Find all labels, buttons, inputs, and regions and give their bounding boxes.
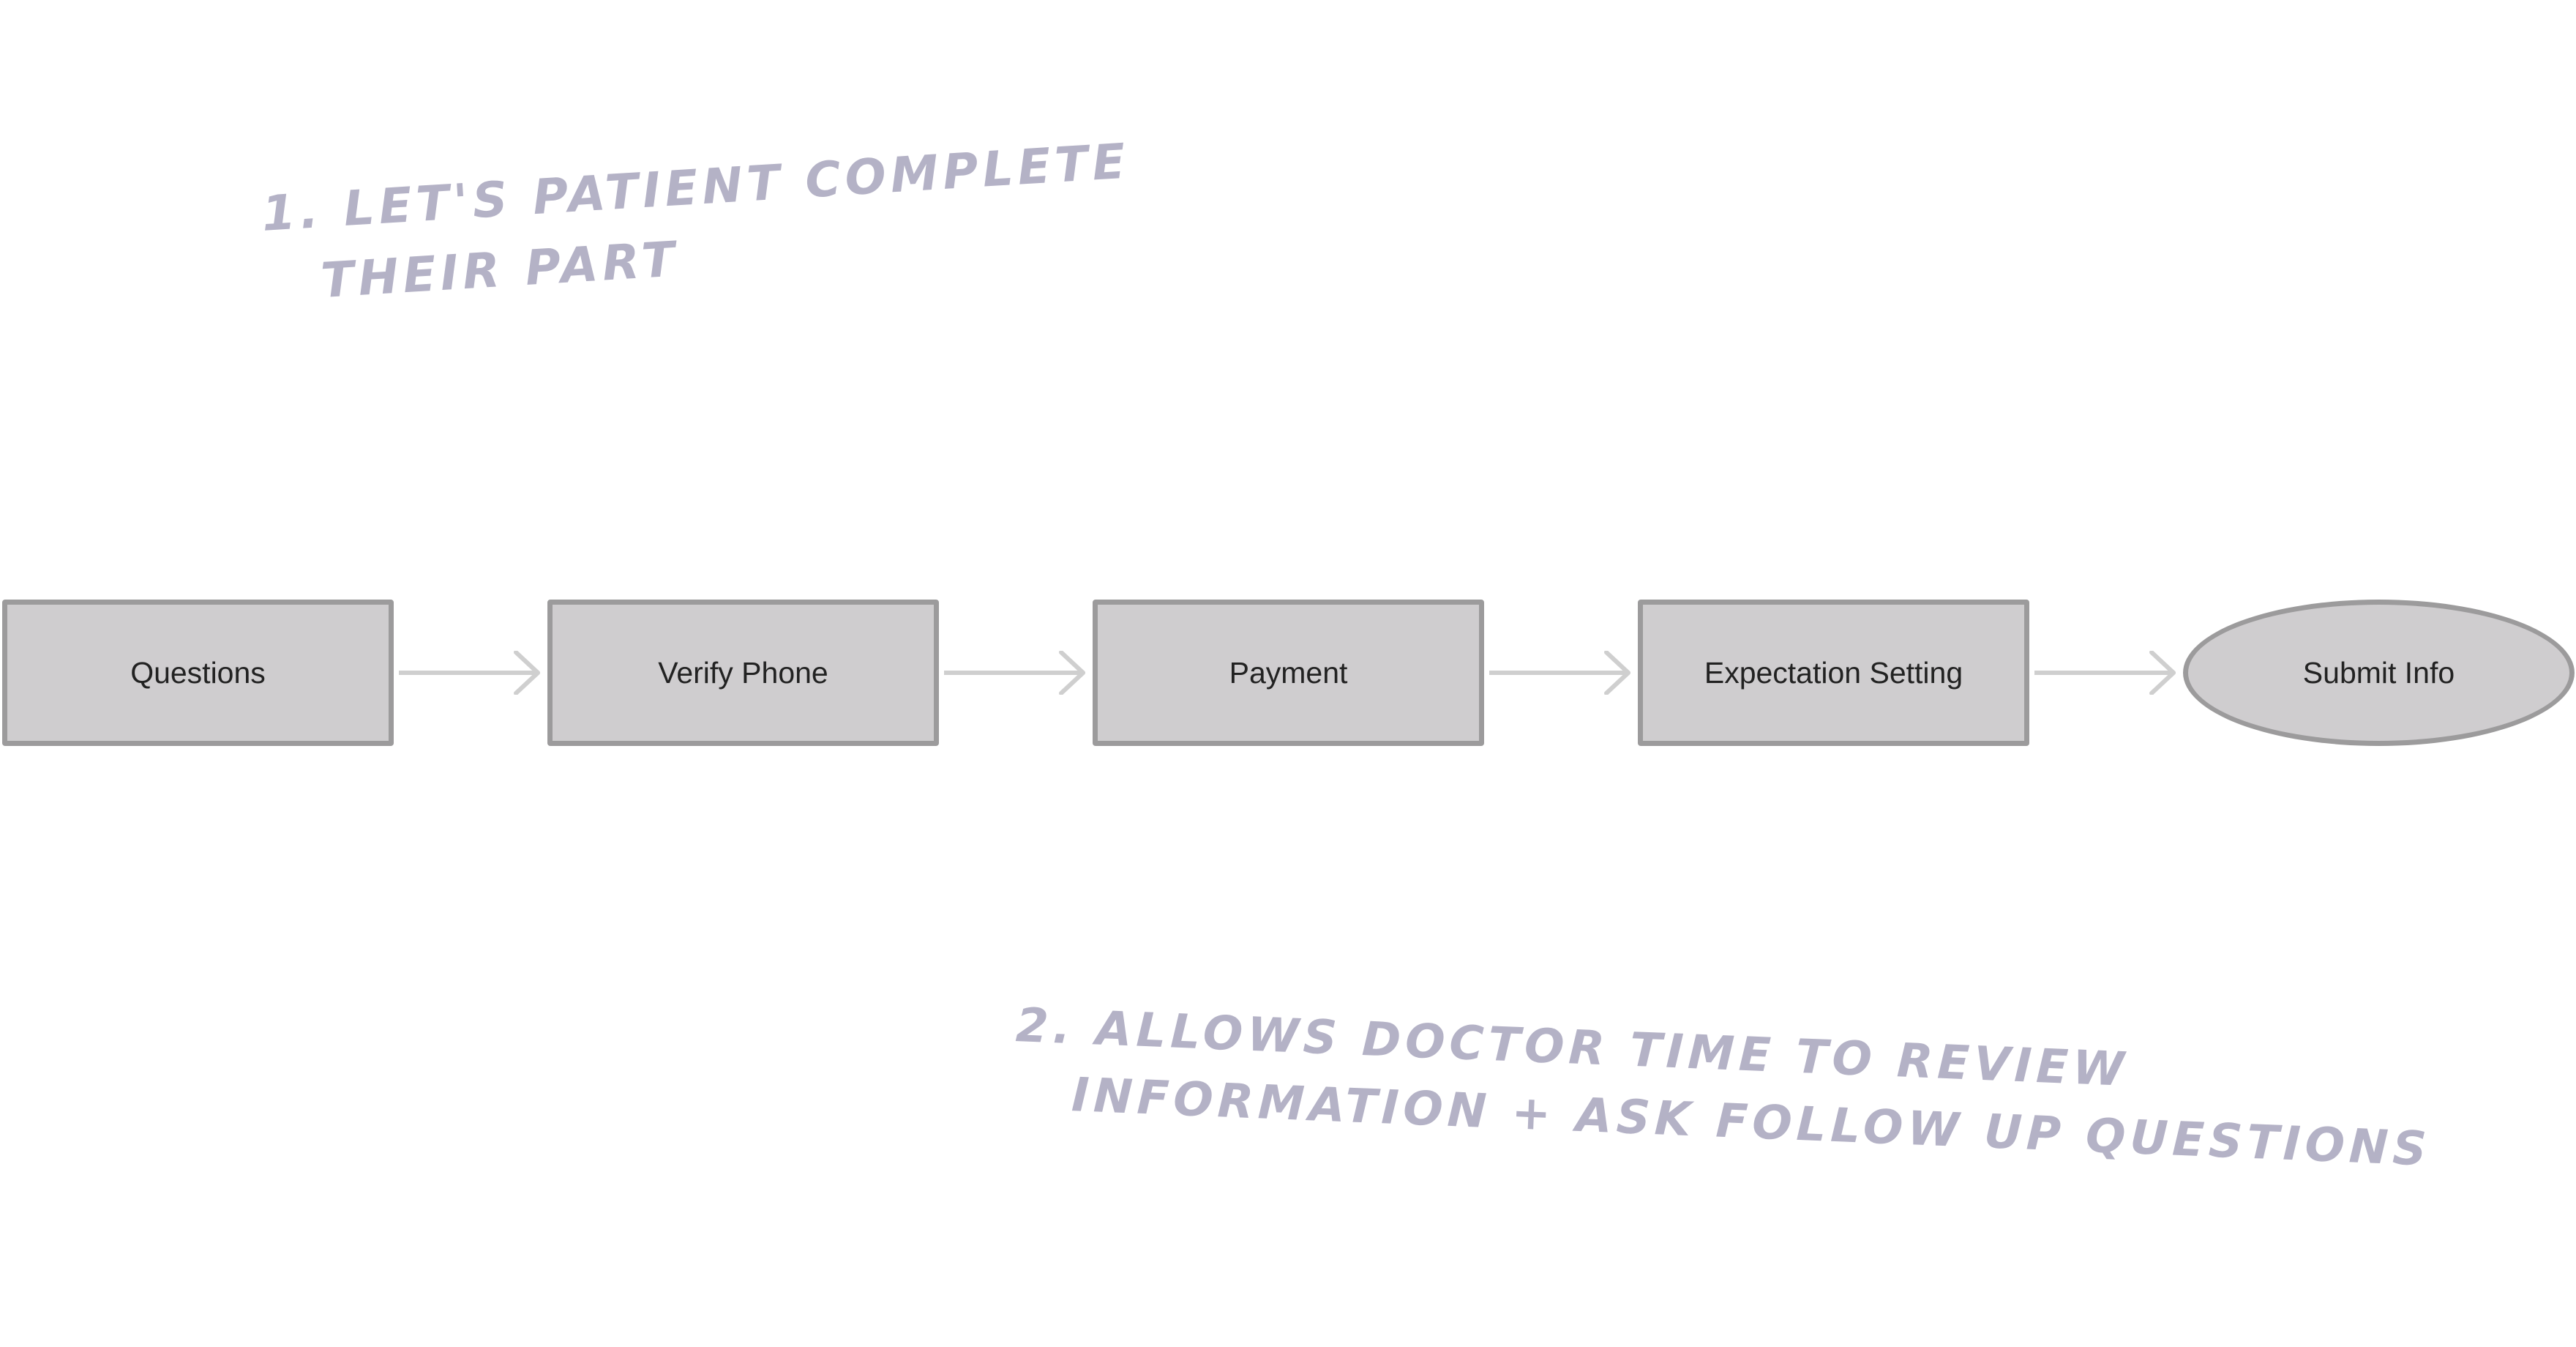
flow-node-label: Submit Info [2302,655,2455,690]
flow-arrow-4 [2034,651,2176,695]
flow-arrow-1 [399,651,540,695]
flow-node-label: Expectation Setting [1704,655,1963,690]
flow-arrow-3 [1489,651,1630,695]
flow-arrow-2 [944,651,1085,695]
flow-node-label: Questions [130,655,266,690]
flow-node-label: Verify Phone [658,655,828,690]
flow-node-submit-info[interactable]: Submit Info [2183,600,2575,746]
annotation-note-2: 2. Allows doctor time to review informat… [1012,992,2435,1184]
flow-node-payment[interactable]: Payment [1093,600,1484,746]
annotation-note-1: 1. Let's patient complete their part [260,126,1136,319]
flow-node-label: Payment [1229,655,1348,690]
flow-node-verify-phone[interactable]: Verify Phone [547,600,939,746]
flow-node-expectation-setting[interactable]: Expectation Setting [1638,600,2029,746]
flow-node-questions[interactable]: Questions [2,600,394,746]
